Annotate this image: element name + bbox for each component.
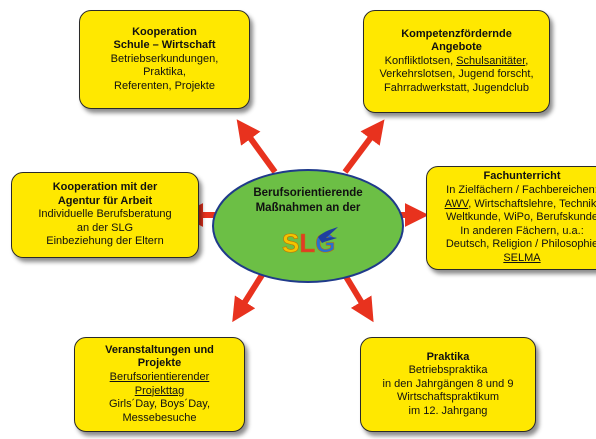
link-project-day[interactable]: Berufsorientierender xyxy=(109,370,210,383)
box-title: Veranstaltungen und xyxy=(105,343,214,356)
arrow-bottom-left xyxy=(232,273,265,323)
box-text: , xyxy=(525,54,529,67)
box-line: Weltkunde, WiPo, Berufskunde xyxy=(445,211,596,224)
box-title: Agentur für Arbeit xyxy=(57,194,153,207)
bird-icon xyxy=(318,227,338,243)
box-title: Schule – Wirtschaft xyxy=(113,39,216,52)
link-project-day-2[interactable]: Projekttag xyxy=(134,384,185,397)
box-school-business-cooperation: Kooperation Schule – Wirtschaft Betriebs… xyxy=(79,10,250,109)
box-line: Konfliktlotsen, Schulsanitäter, xyxy=(385,55,529,69)
arrow-top-right xyxy=(342,119,385,174)
box-internships: Praktika Betriebspraktika in den Jahrgän… xyxy=(360,337,536,432)
box-line: Betriebspraktika xyxy=(408,364,488,377)
box-line: Fahrradwerkstatt, Jugendclub xyxy=(384,81,529,94)
school-logo: SLG xyxy=(282,227,338,257)
box-line: in den Jahrgängen 8 und 9 xyxy=(382,377,514,390)
arrow-top-left xyxy=(236,119,278,174)
box-line: Praktika, xyxy=(143,66,186,79)
box-text: , Wirtschaftslehre, Technik, xyxy=(468,197,596,210)
box-line: In anderen Fächern, u.a.: xyxy=(460,224,584,237)
logo-text: SLG xyxy=(282,228,335,257)
box-text: Konfliktlotsen, xyxy=(384,54,457,67)
logo-letter-s: S xyxy=(282,228,299,257)
center-title-line2: Maßnahmen an der xyxy=(255,202,361,214)
box-competence-offers: Kompetenzfördernde Angebote Konfliktlots… xyxy=(363,10,550,113)
box-line: Einbeziehung der Eltern xyxy=(46,235,164,248)
box-line: im 12. Jahrgang xyxy=(408,404,488,417)
box-line: Girls´Day, Boys´Day, xyxy=(108,398,211,411)
box-title: Projekte xyxy=(137,357,182,370)
box-line: Messebesuche xyxy=(122,411,197,424)
box-line: Verkehrslotsen, Jugend forscht, xyxy=(379,68,534,81)
link-schulsanitaeter[interactable]: Schulsanitäter xyxy=(456,54,526,67)
box-line: an der SLG xyxy=(76,221,134,234)
box-line: In Zielfächern / Fachbereichen: xyxy=(446,184,596,197)
box-title: Angebote xyxy=(431,41,482,54)
box-title: Kooperation xyxy=(132,25,197,38)
arrow-bottom-right xyxy=(342,273,374,323)
box-events-projects: Veranstaltungen und Projekte Berufsorien… xyxy=(74,337,245,432)
box-line: Individuelle Berufsberatung xyxy=(38,208,172,221)
center-title-line1: Berufsorientierende xyxy=(253,187,363,199)
box-title: Fachunterricht xyxy=(483,170,561,183)
center-node: Berufsorientierende Maßnahmen an der SLG xyxy=(210,168,406,287)
center-title: Berufsorientierende Maßnahmen an der xyxy=(210,186,406,216)
box-employment-agency: Kooperation mit der Agentur für Arbeit I… xyxy=(11,172,199,258)
link-awv[interactable]: AWV xyxy=(444,197,469,210)
box-title: Praktika xyxy=(426,350,470,363)
center-ellipse xyxy=(212,169,404,283)
box-line: Deutsch, Religion / Philosophie xyxy=(445,238,596,251)
box-title: Kooperation mit der xyxy=(52,181,158,194)
box-subject-teaching: Fachunterricht In Zielfächern / Fachbere… xyxy=(426,166,596,270)
box-line: AWV, Wirtschaftslehre, Technik, xyxy=(427,198,596,212)
link-selma[interactable]: SELMA xyxy=(503,251,541,264)
box-line: Referenten, Projekte xyxy=(114,79,215,92)
box-title: Kompetenzfördernde xyxy=(401,27,512,40)
box-line: Betriebserkundungen, xyxy=(110,52,219,65)
box-line: Wirtschaftspraktikum xyxy=(396,391,500,404)
logo-letter-l: L xyxy=(299,228,315,257)
